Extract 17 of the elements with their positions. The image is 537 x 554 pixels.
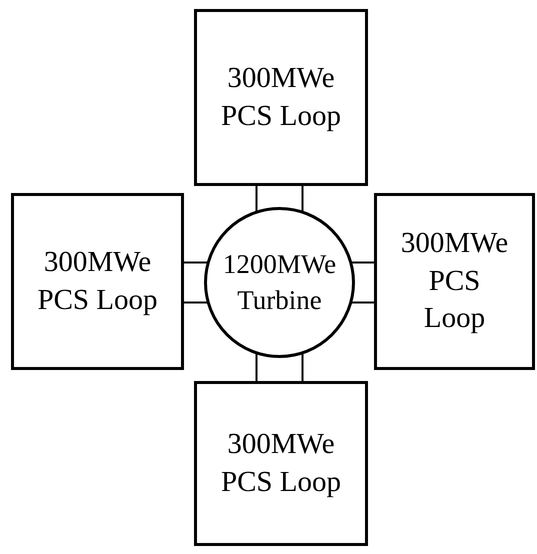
node-label: 1200MWe Turbine bbox=[222, 248, 338, 316]
pipe-line bbox=[184, 262, 208, 264]
pipe-line bbox=[350, 302, 374, 304]
loop-box bbox=[194, 9, 368, 186]
node-label: 300MWe PCS Loop bbox=[36, 244, 159, 318]
node-label: 300MWe PCS Loop bbox=[220, 60, 342, 134]
pipe-line bbox=[302, 186, 304, 212]
loop-box bbox=[11, 193, 184, 370]
node-label: 300MWe PCS Loop bbox=[400, 226, 510, 336]
pipe-line bbox=[256, 352, 258, 381]
loop-box bbox=[194, 381, 368, 546]
pipe-line bbox=[350, 262, 374, 264]
pipe-line bbox=[256, 186, 258, 212]
pipe-line bbox=[184, 302, 208, 304]
loop-box bbox=[374, 193, 535, 370]
node-label: 300MWe PCS Loop bbox=[220, 426, 342, 500]
pipe-line bbox=[302, 352, 304, 381]
